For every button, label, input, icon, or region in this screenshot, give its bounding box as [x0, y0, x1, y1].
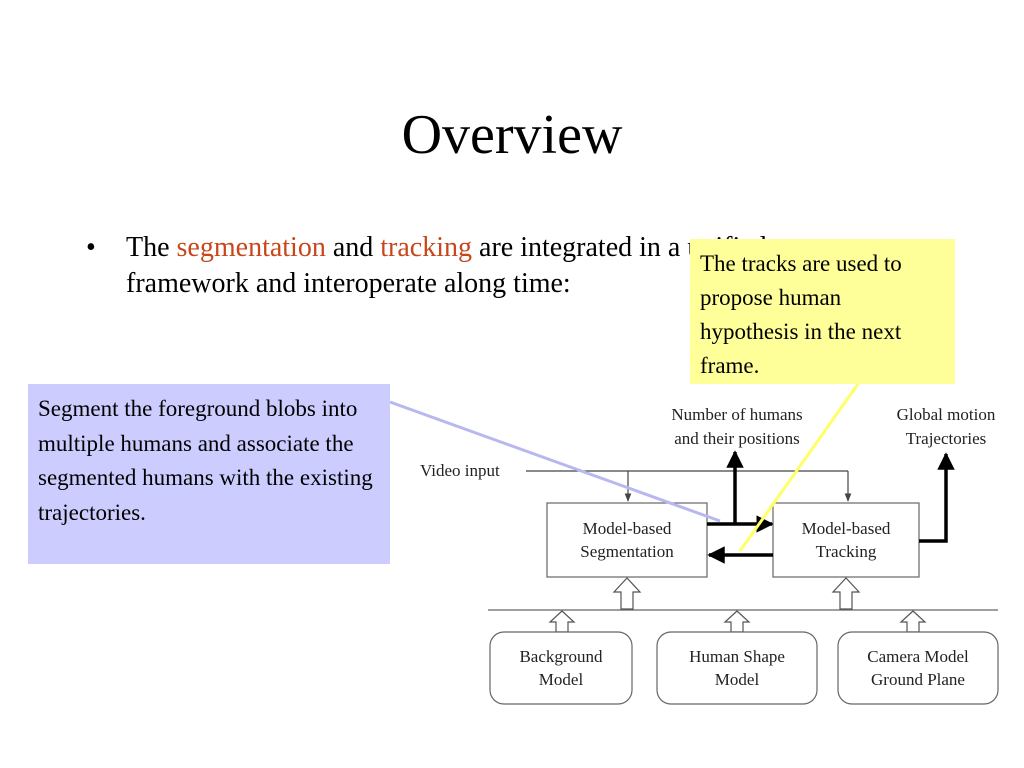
segmentation-box: [546, 502, 708, 578]
segmentation-label-line2: Segmentation: [580, 542, 674, 561]
bullet-text-and: and: [325, 232, 381, 263]
bullet-text-line2: framework and interoperate along time:: [126, 268, 571, 299]
hollow-arrow-from-camera: [899, 610, 927, 633]
tracks-callout: The tracks are used to propose human hyp…: [690, 239, 955, 384]
slide-title: Overview: [401, 104, 623, 166]
segment-callout: Segment the foreground blobs into multip…: [28, 384, 390, 564]
hollow-arrow-to-segmentation: [612, 577, 642, 610]
keyword-segmentation: segmentation: [176, 232, 326, 263]
camera-model-label-line1: Camera Model: [867, 647, 969, 666]
camera-model-box: [837, 631, 999, 705]
background-model-box: [489, 631, 633, 705]
video-input-label: Video input: [420, 461, 500, 480]
blue-callout-pointer: [389, 400, 721, 523]
bullet-dot: •: [86, 232, 96, 263]
tracking-box: [772, 502, 920, 578]
global-motion-label-line2: Trajectories: [906, 429, 987, 448]
hollow-arrow-from-background: [548, 610, 576, 633]
number-humans-label-line2: and their positions: [674, 429, 800, 448]
hollow-arrow-to-tracking: [831, 577, 861, 610]
background-model-label-line2: Model: [539, 670, 584, 689]
camera-model-label-line2: Ground Plane: [871, 670, 965, 689]
human-shape-model-box: [656, 631, 818, 705]
tracking-label-line2: Tracking: [816, 542, 877, 561]
background-model-label-line1: Background: [519, 647, 603, 666]
human-shape-model-label-line2: Model: [715, 670, 760, 689]
global-motion-label-line1: Global motion: [897, 405, 996, 424]
keyword-tracking: tracking: [380, 232, 473, 263]
global-motion-arrow: [919, 452, 955, 543]
bullet-text-lead: The: [126, 232, 177, 263]
hollow-arrow-from-human-shape: [723, 610, 751, 633]
tracking-label-line1: Model-based: [802, 519, 891, 538]
segmentation-label-line1: Model-based: [583, 519, 672, 538]
number-humans-label-line1: Number of humans: [671, 405, 802, 424]
human-shape-model-label-line1: Human Shape: [689, 647, 785, 666]
yellow-callout-pointer: [738, 383, 860, 552]
